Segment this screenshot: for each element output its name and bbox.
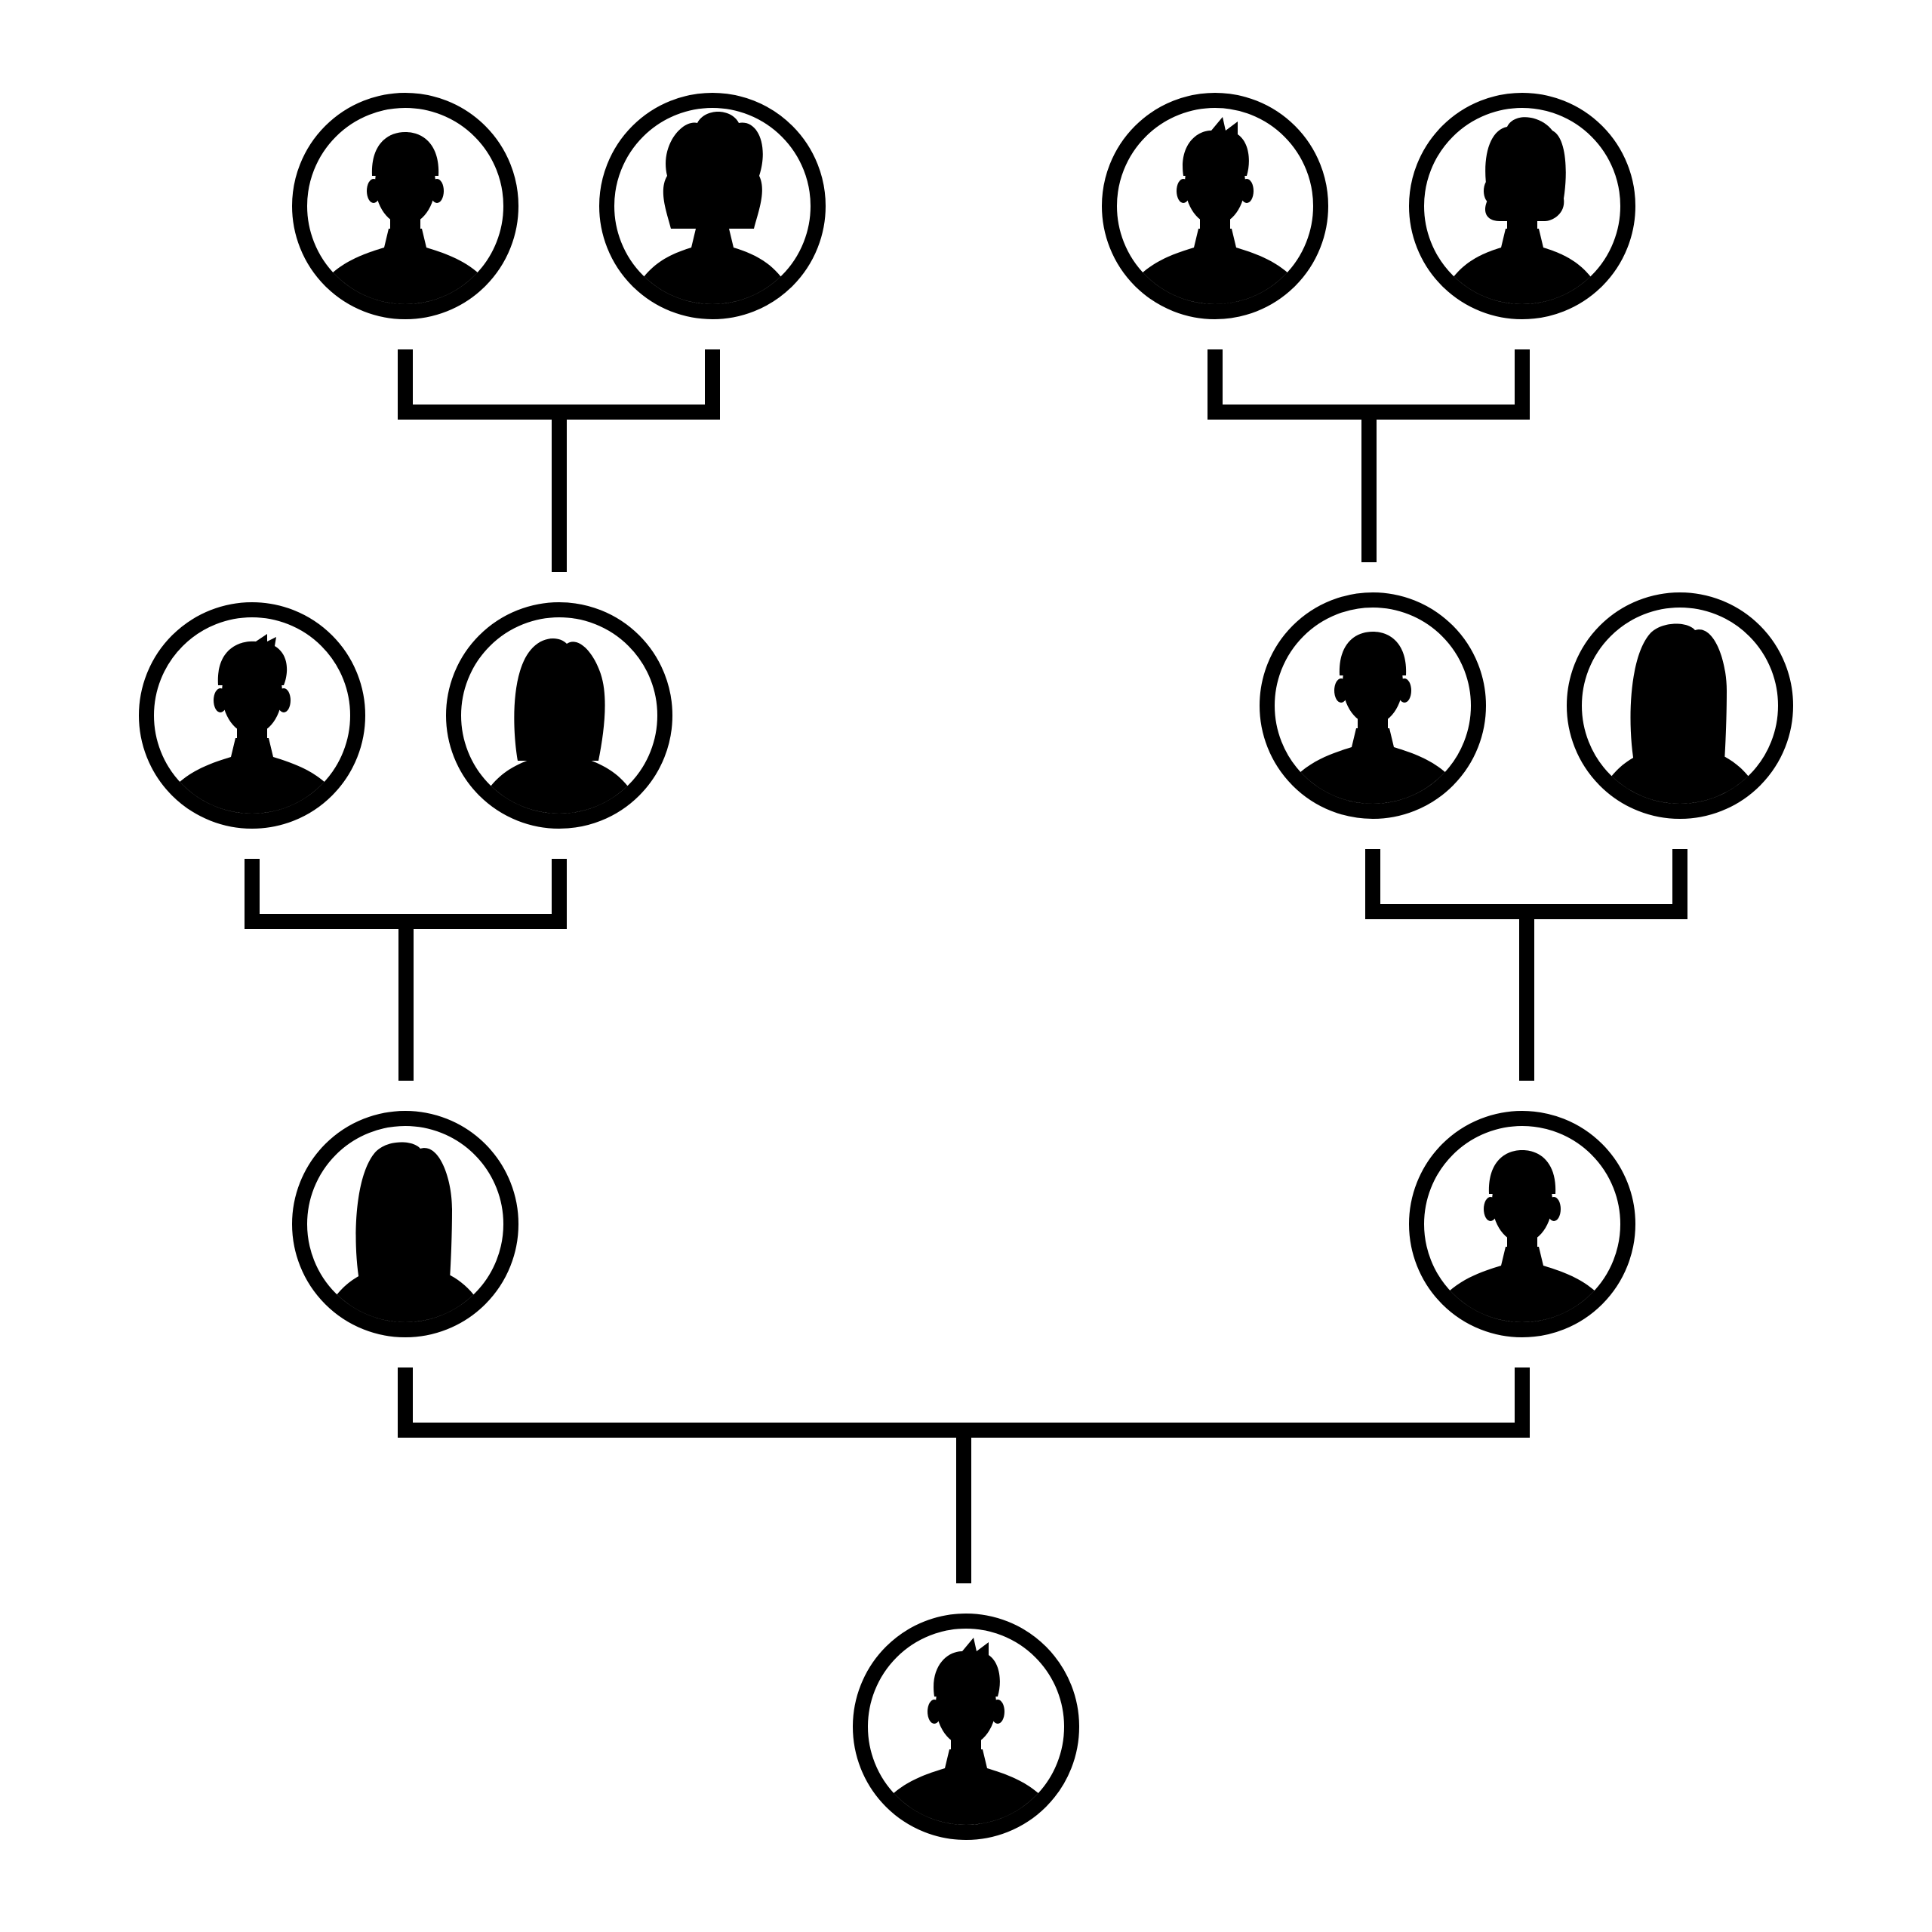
female-avatar-icon <box>472 638 646 814</box>
female-avatar-icon <box>1435 117 1609 304</box>
person-ggm-maternal-1[interactable] <box>1409 93 1635 319</box>
person-grandfather-left[interactable] <box>139 602 365 829</box>
male-avatar-icon <box>1117 117 1313 304</box>
male-avatar-icon <box>307 132 503 304</box>
female-avatar-icon <box>1593 623 1767 804</box>
union-connector-2 <box>1208 349 1530 562</box>
partner-link-line <box>1208 349 1530 420</box>
union-connector-3 <box>245 859 567 1081</box>
person-mother[interactable] <box>292 1111 518 1337</box>
person-father[interactable] <box>1409 1111 1635 1337</box>
female-avatar-icon <box>626 112 799 304</box>
person-ggf-maternal-1[interactable] <box>1102 93 1328 319</box>
person-grandmother-left[interactable] <box>446 602 672 829</box>
partner-link-line <box>398 349 720 420</box>
union-connector-1 <box>398 349 720 572</box>
partner-link-line <box>245 859 567 929</box>
union-connector-5 <box>398 1367 1530 1583</box>
person-child[interactable] <box>853 1614 1079 1840</box>
partner-link-line <box>1365 849 1687 919</box>
male-avatar-icon <box>1275 632 1471 804</box>
male-avatar-icon <box>868 1638 1064 1825</box>
person-ggf-paternal-1[interactable] <box>292 93 518 319</box>
union-connector-4 <box>1365 849 1687 1081</box>
person-ggm-paternal-1[interactable] <box>599 93 826 319</box>
person-grandfather-right[interactable] <box>1260 592 1486 819</box>
male-avatar-icon <box>154 634 350 814</box>
female-avatar-icon <box>318 1142 492 1322</box>
person-grandmother-right[interactable] <box>1567 592 1793 819</box>
male-avatar-icon <box>1424 1150 1620 1322</box>
partner-link-line <box>398 1367 1530 1438</box>
